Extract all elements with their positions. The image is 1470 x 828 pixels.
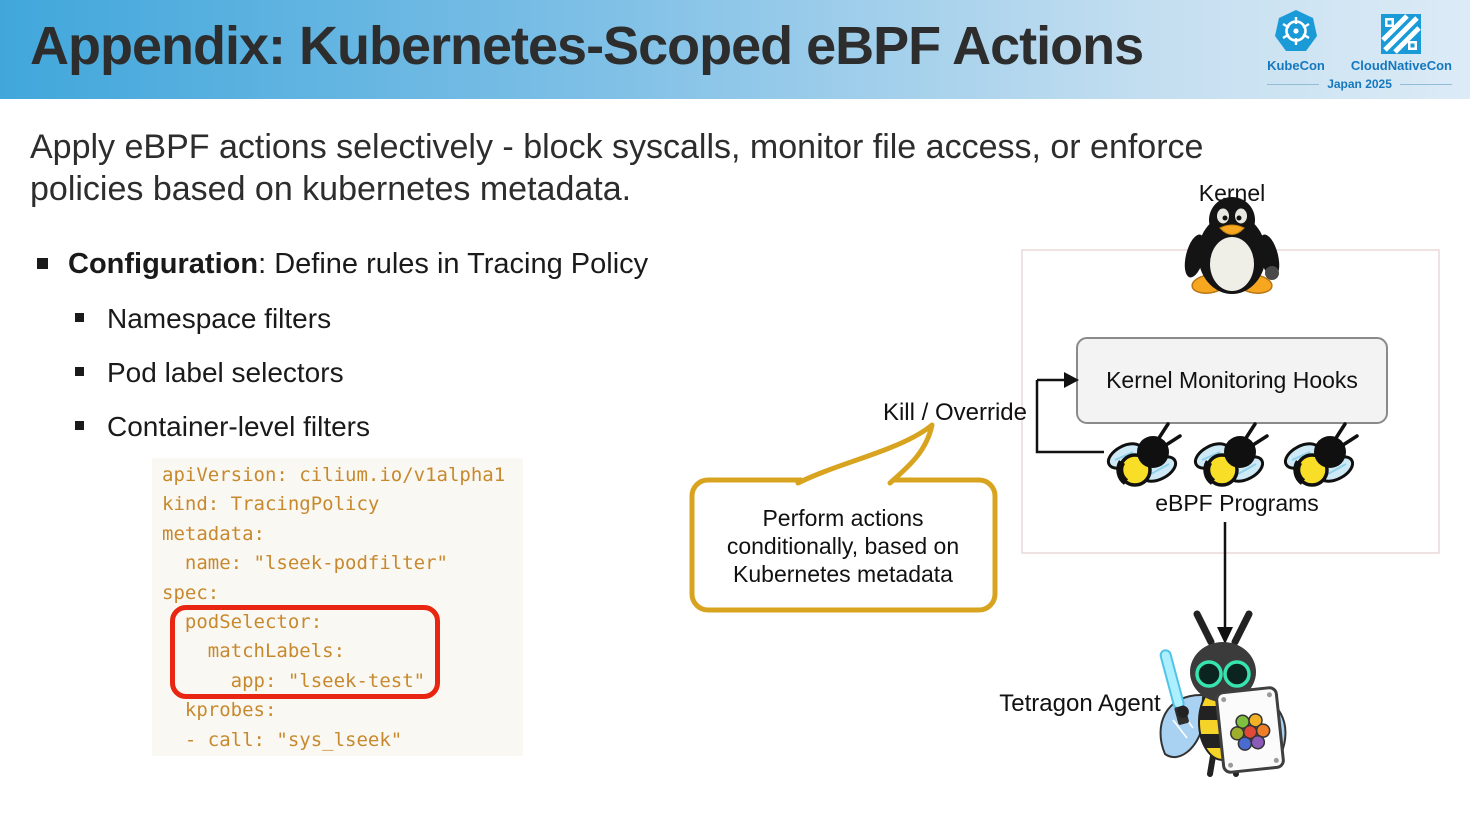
ebpf-diagram: Kernel Kernel Monitoring Hooks Kill / Ov… (689, 180, 1440, 777)
bullet-configuration-rest: : Define rules in Tracing Policy (258, 248, 649, 280)
bullet-pod-label-selectors-text: Pod label selectors (107, 357, 344, 388)
code-line: podSelector: (162, 611, 323, 634)
event-label: Japan 2025 (1327, 77, 1392, 91)
speech-bubble: Perform actions conditionally, based on … (689, 422, 998, 613)
bullet-configuration-text: Configuration: Define rules in Tracing P… (68, 248, 648, 281)
kubecon-logo-label: KubeCon (1267, 58, 1325, 73)
ebpf-to-tetragon-arrow (1217, 522, 1233, 644)
bubble-line-2: conditionally, based on (727, 533, 959, 559)
shield-icon (1215, 686, 1285, 774)
arrowhead-down-icon (1217, 627, 1233, 644)
code-line: spec: (162, 581, 220, 604)
kill-override-connector (1035, 372, 1104, 454)
code-line: matchLabels: (162, 640, 346, 663)
cloudnativecon-icon (1381, 14, 1422, 54)
cloudnativecon-logo: CloudNativeCon (1351, 14, 1452, 73)
bubble-line-1: Perform actions (762, 505, 923, 531)
intro-line-1: Apply eBPF actions selectively - block s… (30, 128, 1204, 166)
kubecon-helm-icon (1274, 10, 1317, 51)
bullet-configuration: Configuration: Define rules in Tracing P… (37, 248, 648, 281)
bullet-container-level-filters-text: Container-level filters (107, 411, 370, 442)
red-highlight-box (170, 605, 440, 699)
ebpf-programs-label: eBPF Programs (1155, 490, 1319, 516)
event-divider-left (1267, 83, 1320, 85)
intro-line-2: policies based on kubernetes metadata. (30, 170, 632, 208)
bullet-container-level-filters: Container-level filters (75, 411, 370, 443)
code-line: kprobes: (162, 699, 277, 722)
code-line: metadata: (162, 522, 265, 545)
tetragon-mascot-icon (1159, 610, 1287, 777)
arrowhead-right-icon (1064, 372, 1079, 388)
kubecon-logo: KubeCon (1267, 8, 1325, 73)
tux-penguin-icon (1184, 197, 1280, 294)
conference-logos: KubeCon CloudN (1267, 8, 1452, 91)
kernel-monitoring-hooks-label: Kernel Monitoring Hooks (1106, 367, 1358, 393)
header-banner: Appendix: Kubernetes-Scoped eBPF Actions (0, 0, 1470, 99)
cloudnativecon-logo-label: CloudNativeCon (1350, 58, 1452, 73)
bullet-namespace-filters-text: Namespace filters (107, 303, 332, 334)
code-line: app: "lseek-test" (162, 669, 426, 692)
event-divider-right (1399, 83, 1452, 85)
bullet-namespace-filters: Namespace filters (75, 303, 331, 335)
speech-bubble-tail (795, 422, 935, 486)
event-name: Japan 2025 (1267, 77, 1452, 91)
bullet-configuration-bold: Configuration (68, 248, 259, 280)
lightsaber-icon (1159, 649, 1189, 725)
tetragon-agent-label: Tetragon Agent (999, 690, 1161, 717)
bullet-square-icon (75, 313, 84, 322)
code-line: name: "lseek-podfilter" (162, 552, 448, 575)
code-line: kind: TracingPolicy (162, 493, 380, 516)
bubble-line-3: Kubernetes metadata (733, 561, 953, 587)
bullet-pod-label-selectors: Pod label selectors (75, 357, 344, 389)
bullet-square-icon (37, 258, 48, 269)
page-title: Appendix: Kubernetes-Scoped eBPF Actions (30, 16, 1144, 76)
code-line: apiVersion: cilium.io/v1alpha1 (162, 464, 506, 486)
code-line: - call: "sys_lseek" (162, 728, 403, 751)
bullet-square-icon (75, 367, 84, 376)
bullet-square-icon (75, 421, 84, 430)
intro-paragraph: Apply eBPF actions selectively - block s… (30, 126, 1203, 210)
kill-override-label: Kill / Override (883, 399, 1027, 426)
